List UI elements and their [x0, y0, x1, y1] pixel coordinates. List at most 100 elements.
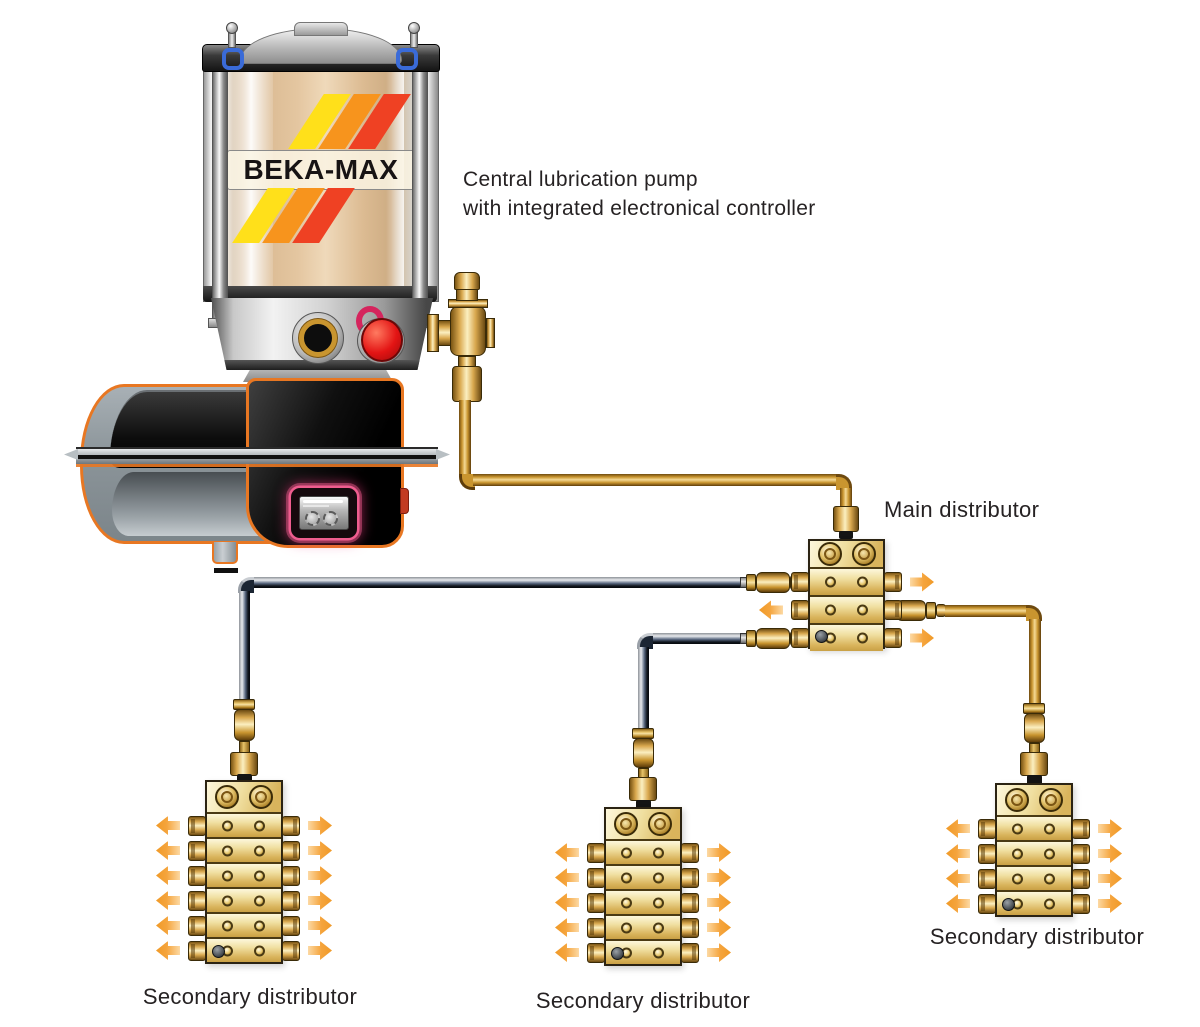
mounting-bolt — [817, 542, 842, 566]
outlet-fitting-left — [587, 842, 605, 863]
outlet-fitting-left — [587, 892, 605, 913]
outlet-row — [555, 914, 731, 939]
feed-line-2-vertical — [638, 647, 649, 729]
supply-line-vertical — [459, 400, 471, 476]
secondary-distributor-block-1 — [156, 780, 332, 964]
drain-plug — [212, 945, 225, 958]
valve-arm-nut — [427, 314, 439, 352]
flow-arrow-left-icon — [555, 893, 579, 912]
outlet-row — [555, 939, 731, 964]
pump-foot-line — [214, 568, 238, 573]
coupling-barrel — [756, 572, 790, 593]
outlet-fitting-left — [188, 940, 206, 961]
supply-line-horizontal — [473, 474, 838, 486]
outlet-row — [156, 862, 332, 887]
outlet-port — [856, 632, 868, 644]
feed-line-2-horizontal — [652, 633, 748, 644]
flow-arrow-right-icon — [1098, 844, 1122, 863]
outlet-port — [254, 820, 265, 831]
outlet-port — [824, 604, 836, 616]
fill-port-inner — [299, 319, 337, 357]
outlet-row — [946, 817, 1122, 840]
outlet-fitting-right — [681, 917, 699, 938]
logo-stripes-bottom — [232, 188, 355, 243]
flow-arrow-left-icon — [156, 916, 180, 935]
outlet-row — [946, 840, 1122, 865]
flow-arrow-left-icon — [555, 918, 579, 937]
outlet-row — [555, 841, 731, 864]
supply-line-drop — [840, 488, 852, 508]
outlet-fitting-right — [1072, 843, 1090, 864]
feed-line-3-bend — [1026, 605, 1042, 621]
outlet-port — [1044, 898, 1055, 909]
outlet-port — [653, 922, 664, 933]
controller-knob — [305, 511, 320, 526]
outlet-fitting-left — [188, 815, 206, 836]
outlet-fitting-left — [587, 867, 605, 888]
outlet-fitting-left — [791, 600, 809, 620]
controller-knob — [323, 511, 338, 526]
flow-arrow-left-icon — [156, 866, 180, 885]
outlet-fitting-left — [791, 572, 809, 592]
flow-arrow-right-icon — [707, 918, 731, 937]
inlet-fitting-barrel — [633, 738, 654, 768]
outlet-fitting-right — [681, 842, 699, 863]
valve-lower-nut — [452, 366, 482, 402]
outlet-port — [254, 895, 265, 906]
flow-arrow-right-icon — [707, 893, 731, 912]
outlet-row — [156, 814, 332, 837]
outlet-row — [946, 865, 1122, 890]
flow-arrow-right-icon — [308, 891, 332, 910]
flow-arrow-left-icon — [156, 941, 180, 960]
flow-arrow-left-icon — [555, 843, 579, 862]
eye-bolt-left — [228, 32, 236, 48]
outlet-port — [254, 945, 265, 956]
outlet-fitting-right — [1072, 893, 1090, 914]
outlet-fitting-right — [884, 628, 902, 648]
feed-line-3-horizontal — [945, 605, 1028, 617]
outlet-port — [1012, 873, 1023, 884]
flow-arrow-right-icon — [1098, 894, 1122, 913]
mounting-bolt — [215, 785, 239, 809]
outlet-port — [856, 576, 868, 588]
outlet-fitting-right — [282, 815, 300, 836]
outlet-fitting-left — [188, 865, 206, 886]
inlet-fitting-seal — [839, 531, 853, 539]
coupling-barrel — [756, 628, 790, 649]
outlet-fitting-right — [282, 915, 300, 936]
outlet-fitting-left — [978, 868, 996, 889]
feed-line-1-bend — [238, 577, 254, 593]
outlet-port — [1044, 848, 1055, 859]
flow-arrow-left-icon — [156, 891, 180, 910]
outlet-port — [621, 922, 632, 933]
outlet-fitting-right — [282, 865, 300, 886]
lid-clip-left — [222, 48, 244, 70]
outlet-fitting-right — [282, 840, 300, 861]
drain-plug — [815, 630, 828, 643]
outlet-port — [1044, 823, 1055, 834]
outlet-fitting-left — [791, 628, 809, 648]
flow-arrow-right-icon — [707, 943, 731, 962]
secondary-distributor-label-1: Secondary distributor — [142, 984, 358, 1009]
outlet-port — [653, 872, 664, 883]
outlet-port — [254, 920, 265, 931]
flow-arrow-right-icon — [910, 572, 934, 592]
outlet-row — [759, 595, 902, 623]
secondary-distributor-block-2 — [555, 807, 731, 966]
feed-line-2-bend — [637, 633, 653, 649]
lid-clip-right — [396, 48, 418, 70]
outlet-fitting-right — [1072, 868, 1090, 889]
valve-body — [450, 306, 486, 356]
mounting-bolt — [614, 812, 638, 836]
main-distributor-block — [759, 539, 934, 651]
feed-line-3-vertical — [1029, 619, 1041, 705]
drain-plug — [611, 947, 624, 960]
outlet-port — [254, 870, 265, 881]
outlet-fitting-left — [188, 840, 206, 861]
outlet-fitting-right — [884, 600, 902, 620]
supply-line-bend — [836, 474, 852, 490]
outlet-port — [254, 845, 265, 856]
secondary-distributor-block-3 — [946, 783, 1122, 917]
outlet-row — [156, 912, 332, 937]
inlet-fitting-barrel — [1024, 713, 1045, 743]
